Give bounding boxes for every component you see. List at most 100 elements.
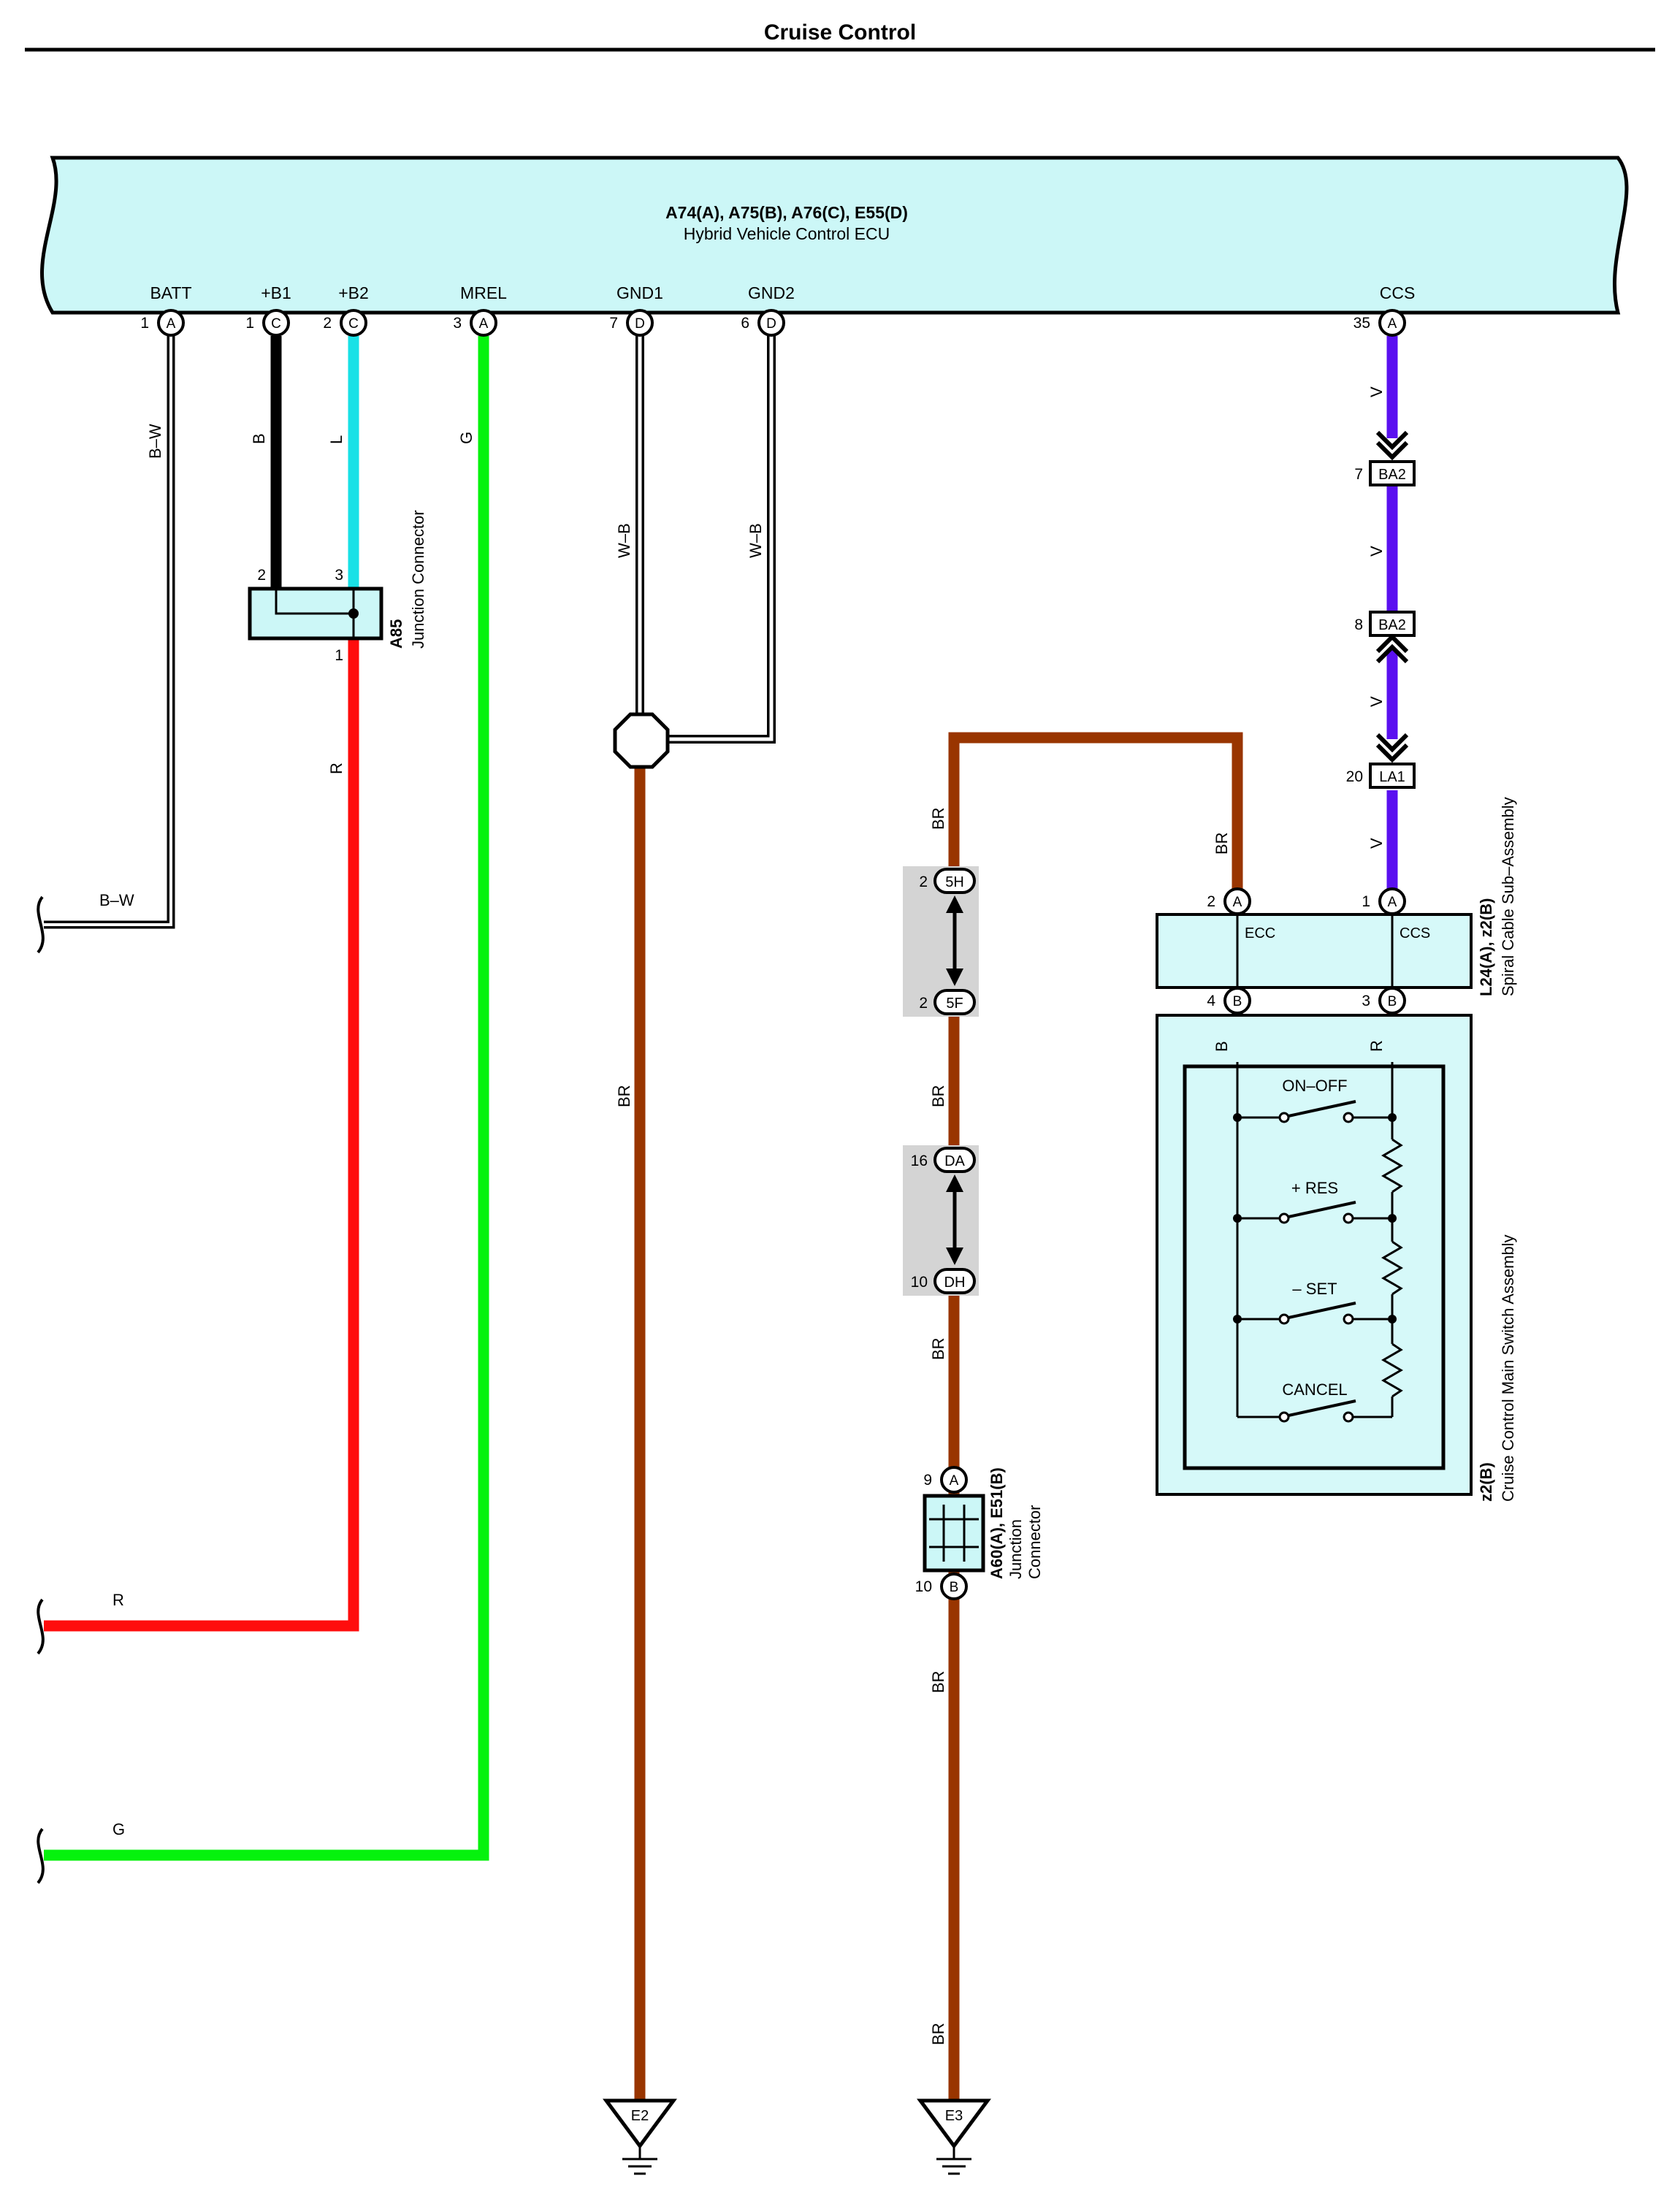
svg-text:20: 20 [1346, 768, 1363, 785]
ecu-pin-label-gnd1: GND1 [616, 283, 663, 302]
svg-text:1: 1 [140, 315, 149, 332]
ecu-pin-ccs: A 35 [1353, 309, 1406, 337]
wire-label-br-2: BR [929, 1085, 947, 1107]
ground-splice [613, 712, 670, 769]
svg-text:BA2: BA2 [1378, 617, 1406, 633]
svg-text:5F: 5F [946, 996, 963, 1012]
switch-cancel: CANCEL [1278, 1380, 1356, 1423]
switch-assembly-name: Cruise Control Main Switch Assembly [1499, 1234, 1517, 1502]
junction-connector-a60: A 9 B 10 [915, 1466, 985, 1600]
svg-text:DH: DH [944, 1275, 966, 1291]
svg-text:10: 10 [915, 1578, 932, 1595]
inline-connector-dh: DH 10 [911, 1268, 976, 1294]
wire-label-br-5: BR [929, 2022, 947, 2045]
svg-text:35: 35 [1353, 315, 1370, 332]
ecu-pin-label-ccs: CCS [1380, 283, 1416, 302]
ecu-pin-gnd1: D 7 [609, 309, 654, 337]
svg-text:A: A [950, 1473, 959, 1489]
svg-text:CANCEL: CANCEL [1282, 1380, 1347, 1399]
wire-label-ccs-2: V [1367, 546, 1386, 557]
spiral-pin-b: B 4 [1207, 987, 1251, 1015]
ecu-body [40, 156, 1629, 315]
ground-e3-icon: E3 [917, 2098, 991, 2175]
wire-label-b2: L [327, 435, 345, 444]
wire-label-left-r: R [112, 1591, 124, 1609]
svg-text:2: 2 [257, 567, 266, 584]
ccs-connector-la1: LA1 20 [1346, 733, 1416, 789]
ecu-pin-mrel: A 3 [453, 309, 497, 337]
wire-label-batt: B–W [146, 424, 164, 459]
wire-label-gnd2: W–B [747, 523, 765, 558]
svg-text:B: B [950, 1580, 959, 1595]
svg-text:2: 2 [323, 315, 332, 332]
switch-assembly-code: z2(B) [1477, 1462, 1495, 1502]
switch-res: + RES [1278, 1179, 1356, 1224]
svg-text:5H: 5H [945, 874, 964, 890]
svg-text:A: A [1233, 895, 1242, 910]
ecu-pin-b1: C 1 [245, 309, 290, 337]
svg-text:D: D [766, 316, 776, 332]
svg-text:E2: E2 [631, 2108, 649, 2124]
wire-label-ccs-1: V [1367, 386, 1386, 397]
wire-label-br-1: BR [929, 807, 947, 830]
wire-label-sw-r: R [1367, 1040, 1386, 1052]
svg-text:B: B [1388, 994, 1397, 1009]
wire-label-gnd-trunk: BR [615, 1085, 633, 1107]
a60-name-2: Connector [1026, 1505, 1044, 1579]
wire-label-gnd1: W–B [615, 523, 633, 558]
svg-text:E3: E3 [945, 2108, 963, 2124]
ecu-pin-label-b2: +B2 [338, 283, 369, 302]
svg-text:16: 16 [911, 1153, 928, 1169]
svg-text:1: 1 [335, 647, 343, 664]
ground-e2-icon: E2 [603, 2098, 677, 2175]
inline-connector-da: DA 16 [911, 1147, 976, 1173]
page-title: Cruise Control [764, 20, 916, 45]
switch-on-off: ON–OFF [1278, 1077, 1356, 1123]
svg-text:2: 2 [919, 874, 928, 890]
svg-text:7: 7 [1354, 466, 1363, 483]
wire-red-break-icon [37, 1598, 45, 1655]
wire-label-mrel: G [457, 432, 476, 444]
inline-connector-arrow-1 [946, 895, 963, 986]
svg-text:ECC: ECC [1245, 925, 1275, 941]
wire-label-ecc-up: BR [1213, 832, 1231, 855]
a60-name-1: Junction [1007, 1519, 1025, 1579]
svg-text:7: 7 [609, 315, 618, 332]
wire-label-br-4: BR [929, 1670, 947, 1693]
spiral-pin-r: B 3 [1362, 987, 1406, 1015]
a60-codes: A60(A), E51(B) [988, 1467, 1006, 1579]
ecu-pin-label-mrel: MREL [460, 283, 507, 302]
wire-mrel [44, 336, 489, 1861]
a85-name: Junction Connector [409, 510, 427, 649]
svg-text:3: 3 [453, 315, 462, 332]
wire-label-sw-b: B [1213, 1041, 1231, 1052]
wire-red [44, 638, 359, 1632]
spiral-pin-ecc: A 2 [1207, 887, 1251, 915]
ccs-connector-ba2-top: BA2 7 [1354, 430, 1416, 486]
ecu-codes: A74(A), A75(B), A76(C), E55(D) [665, 203, 908, 222]
svg-text:A: A [1388, 316, 1397, 332]
svg-text:B: B [1233, 994, 1242, 1009]
spiral-codes: L24(A), z2(B) [1477, 898, 1495, 996]
svg-text:6: 6 [741, 315, 749, 332]
inline-connector-arrow-2 [946, 1174, 963, 1265]
svg-text:– SET: – SET [1292, 1280, 1337, 1298]
svg-text:8: 8 [1354, 616, 1363, 633]
ecu-pin-b2: C 2 [323, 309, 367, 337]
svg-text:A: A [479, 316, 489, 332]
spiral-pin-ccs: A 1 [1362, 887, 1406, 915]
svg-text:LA1: LA1 [1379, 769, 1405, 785]
svg-text:CCS: CCS [1400, 925, 1430, 941]
ecu-name: Hybrid Vehicle Control ECU [684, 224, 890, 243]
svg-text:C: C [348, 316, 359, 332]
svg-text:3: 3 [1362, 993, 1370, 1009]
svg-text:ON–OFF: ON–OFF [1282, 1077, 1347, 1095]
svg-text:9: 9 [923, 1472, 932, 1489]
svg-text:3: 3 [335, 567, 343, 584]
svg-text:C: C [271, 316, 281, 332]
wire-label-ccs-4: V [1367, 838, 1386, 849]
wire-mrel-break-icon [37, 1827, 45, 1884]
spiral-name: Spiral Cable Sub–Assembly [1499, 797, 1517, 996]
svg-text:A: A [167, 316, 176, 332]
